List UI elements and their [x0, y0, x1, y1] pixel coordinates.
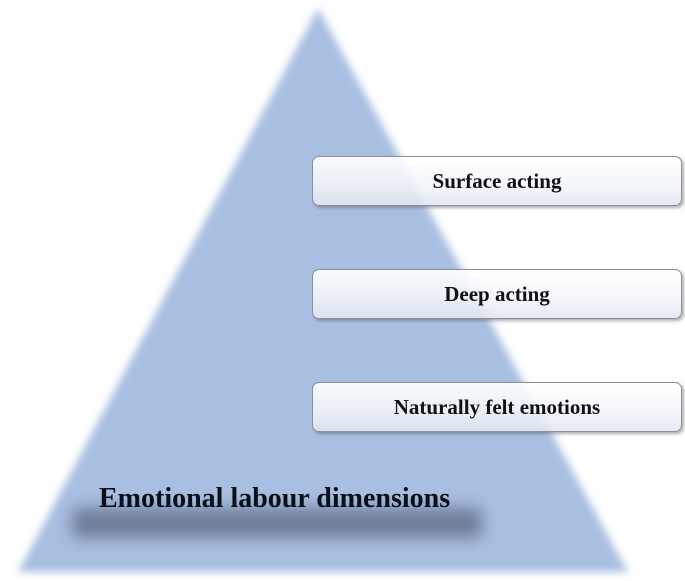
dimension-box-deep-acting: Deep acting — [312, 269, 682, 319]
dimension-label: Naturally felt emotions — [393, 394, 601, 419]
dimension-box-naturally-felt-emotions: Naturally felt emotions — [312, 382, 682, 432]
pyramid-title: Emotional labour dimensions — [99, 483, 451, 514]
dimension-label: Surface acting — [432, 168, 562, 193]
dimension-box-surface-acting: Surface acting — [312, 156, 682, 206]
title-shadow — [72, 508, 482, 538]
dimension-label: Deep acting — [444, 281, 550, 306]
